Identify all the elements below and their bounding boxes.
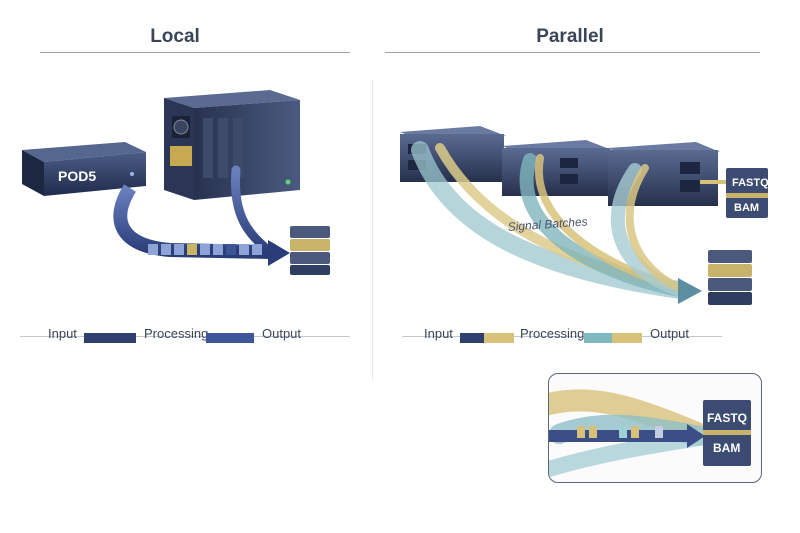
signal-ribbons (411, 141, 689, 299)
inset-illustration: FASTQ BAM (549, 389, 751, 477)
workstation-tower (164, 90, 300, 200)
local-title-rule (40, 52, 350, 53)
local-legend-processing-bar (206, 333, 254, 343)
local-pipe-arrowhead (268, 240, 290, 266)
parallel-legend-input-bar-a (460, 333, 484, 343)
parallel-output-bam: BAM (734, 202, 759, 214)
parallel-title-rule (385, 52, 760, 53)
parallel-arrowhead (678, 278, 702, 304)
local-legend-output: Output (262, 326, 302, 341)
parallel-output-fastq: FASTQ (732, 177, 769, 189)
local-output-stack (290, 226, 330, 275)
local-pipe-packets (148, 244, 262, 255)
local-legend-input: Input (48, 326, 77, 341)
server-2 (502, 140, 612, 196)
inset-panel: FASTQ BAM (548, 373, 762, 483)
local-legend-input-bar (84, 333, 136, 343)
local-title: Local (150, 26, 200, 47)
pod5-device: POD5 (22, 142, 146, 196)
parallel-legend-processing: Processing (520, 326, 585, 341)
inset-output-fastq: FASTQ (707, 411, 747, 425)
parallel-output-block: FASTQ BAM (700, 168, 769, 218)
pod5-label: POD5 (58, 168, 96, 184)
parallel-title: Parallel (536, 26, 604, 47)
local-legend-processing: Processing (144, 326, 209, 341)
parallel-illustration: FASTQ BAM Signal Batches (400, 126, 769, 305)
local-legend-line (20, 336, 350, 337)
parallel-legend-output: Output (650, 326, 690, 341)
parallel-legend-input-bar-b (484, 333, 514, 343)
parallel-output-stack (708, 250, 752, 305)
parallel-legend-processing-bar-a (584, 333, 612, 343)
signal-batches-label: Signal Batches (507, 214, 588, 234)
panel-divider (372, 80, 373, 380)
parallel-legend-input: Input (424, 326, 453, 341)
parallel-legend-processing-bar-b (612, 333, 642, 343)
inset-output-bam: BAM (713, 441, 740, 455)
parallel-legend-line (402, 336, 722, 337)
local-illustration: POD5 (22, 90, 330, 275)
